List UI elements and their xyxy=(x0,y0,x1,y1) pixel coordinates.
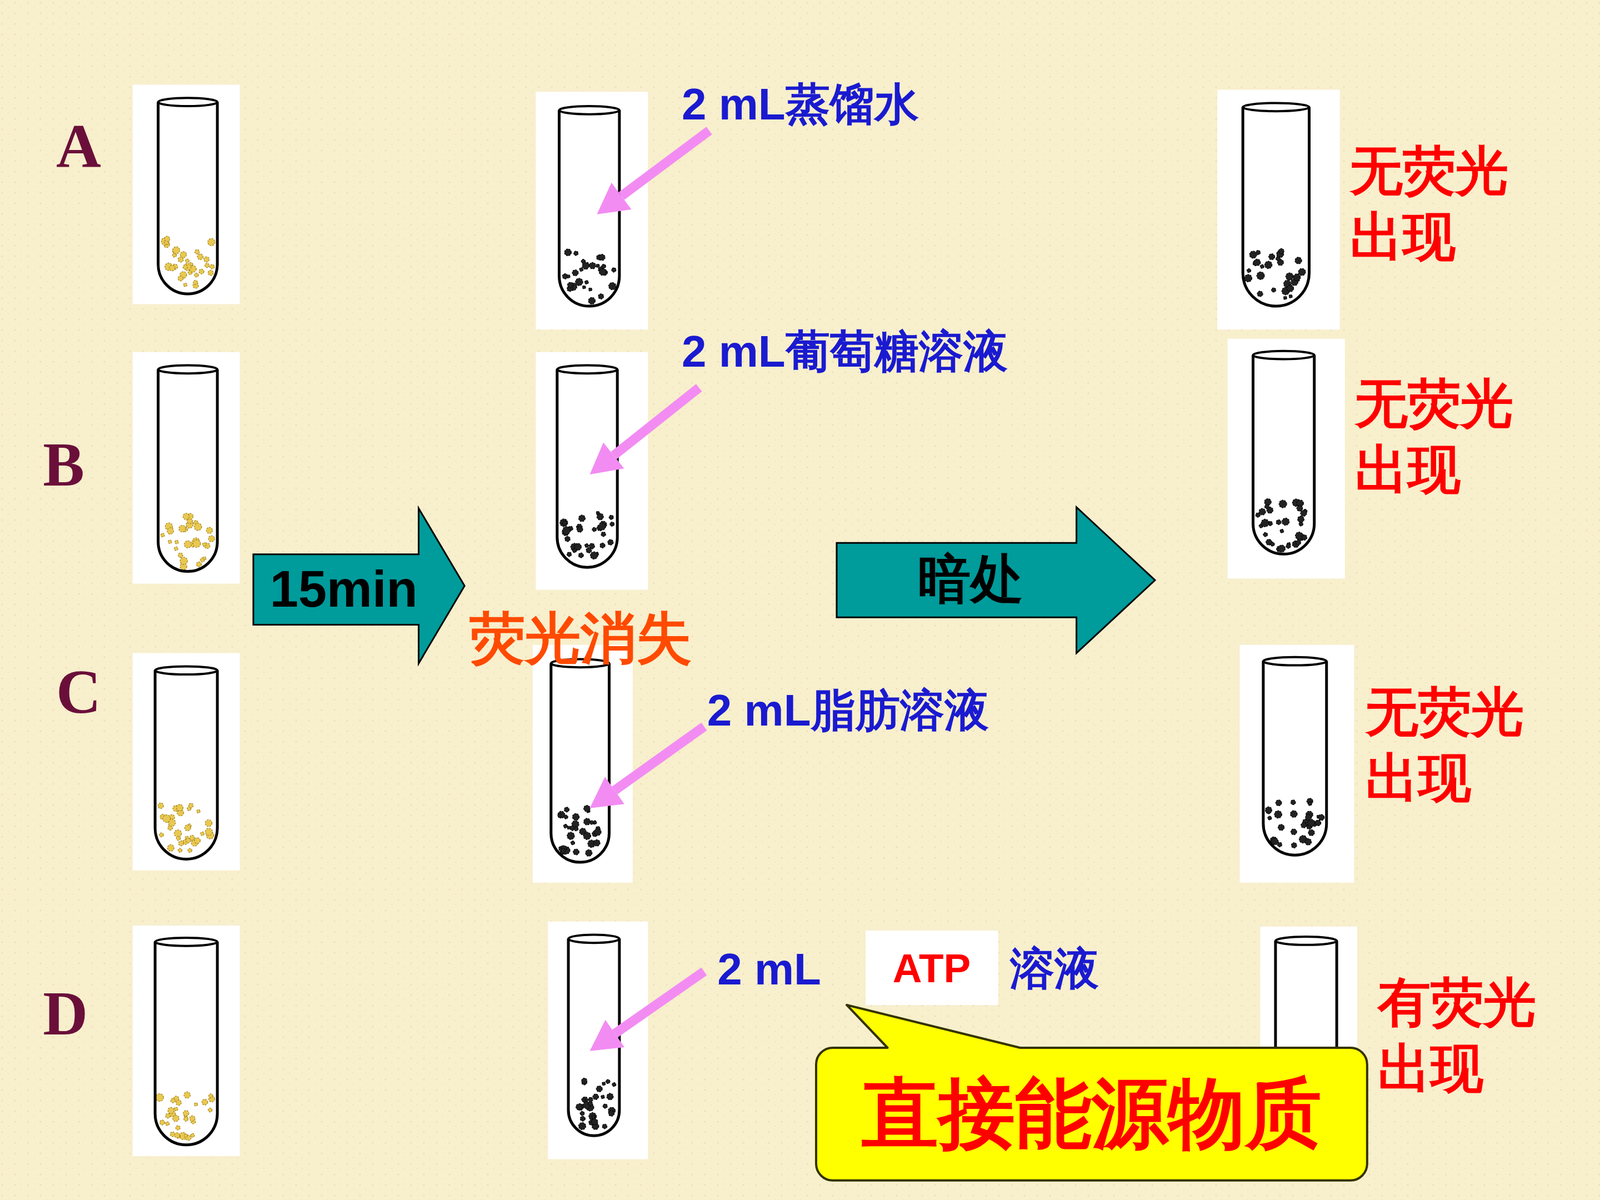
result-label: 有荧光 出现 xyxy=(1377,970,1553,1103)
test-tube xyxy=(132,925,240,1157)
pointer-arrow xyxy=(596,130,709,215)
pointer-arrow xyxy=(590,387,700,475)
reagent-label: 2 mL脂肪溶液 xyxy=(707,681,989,742)
test-tube xyxy=(132,84,240,304)
row-letter: C xyxy=(56,656,102,728)
node-text: 15min xyxy=(270,560,418,619)
text-holder: 15min xyxy=(253,553,435,625)
reagent-label: 2 mL葡萄糖溶液 xyxy=(681,322,1008,383)
result-label: 无荧光 出现 xyxy=(1350,138,1525,271)
vertical-note: 荧光消失 xyxy=(469,607,525,669)
process-arrow: 暗处 xyxy=(836,507,1155,654)
reagent-label: 2 mL xyxy=(717,943,822,995)
test-tube xyxy=(547,921,648,1160)
result-label: 无荧光 出现 xyxy=(1355,370,1530,503)
row-letter: B xyxy=(42,428,85,500)
node-text: 暗处 xyxy=(917,544,1024,616)
text-holder: ATP xyxy=(865,930,999,1005)
test-tube xyxy=(132,653,240,871)
pointer-arrow xyxy=(590,971,705,1052)
atp-box: ATP xyxy=(865,930,999,1005)
test-tube xyxy=(1227,338,1345,579)
text-holder: 直接能源物质 xyxy=(816,1047,1368,1181)
node-text: ATP xyxy=(892,945,972,992)
test-tube xyxy=(1217,90,1340,330)
text-holder: 暗处 xyxy=(836,542,1104,618)
row-letter: A xyxy=(56,110,102,182)
row-letter: D xyxy=(42,977,88,1049)
test-tube xyxy=(535,91,648,330)
node-text: 直接能源物质 xyxy=(861,1062,1322,1167)
reagent-label: 溶液 xyxy=(1010,939,1099,1000)
callout-box: 直接能源物质 xyxy=(816,1047,1368,1181)
result-label: 无荧光 出现 xyxy=(1365,678,1540,812)
test-tube xyxy=(132,352,240,584)
process-arrow: 15min xyxy=(253,508,465,664)
test-tube xyxy=(532,645,633,883)
pointer-arrow xyxy=(590,726,705,809)
test-tube xyxy=(1240,645,1355,883)
reagent-label: 2 mL蒸馏水 xyxy=(681,75,919,135)
test-tube xyxy=(535,352,648,590)
